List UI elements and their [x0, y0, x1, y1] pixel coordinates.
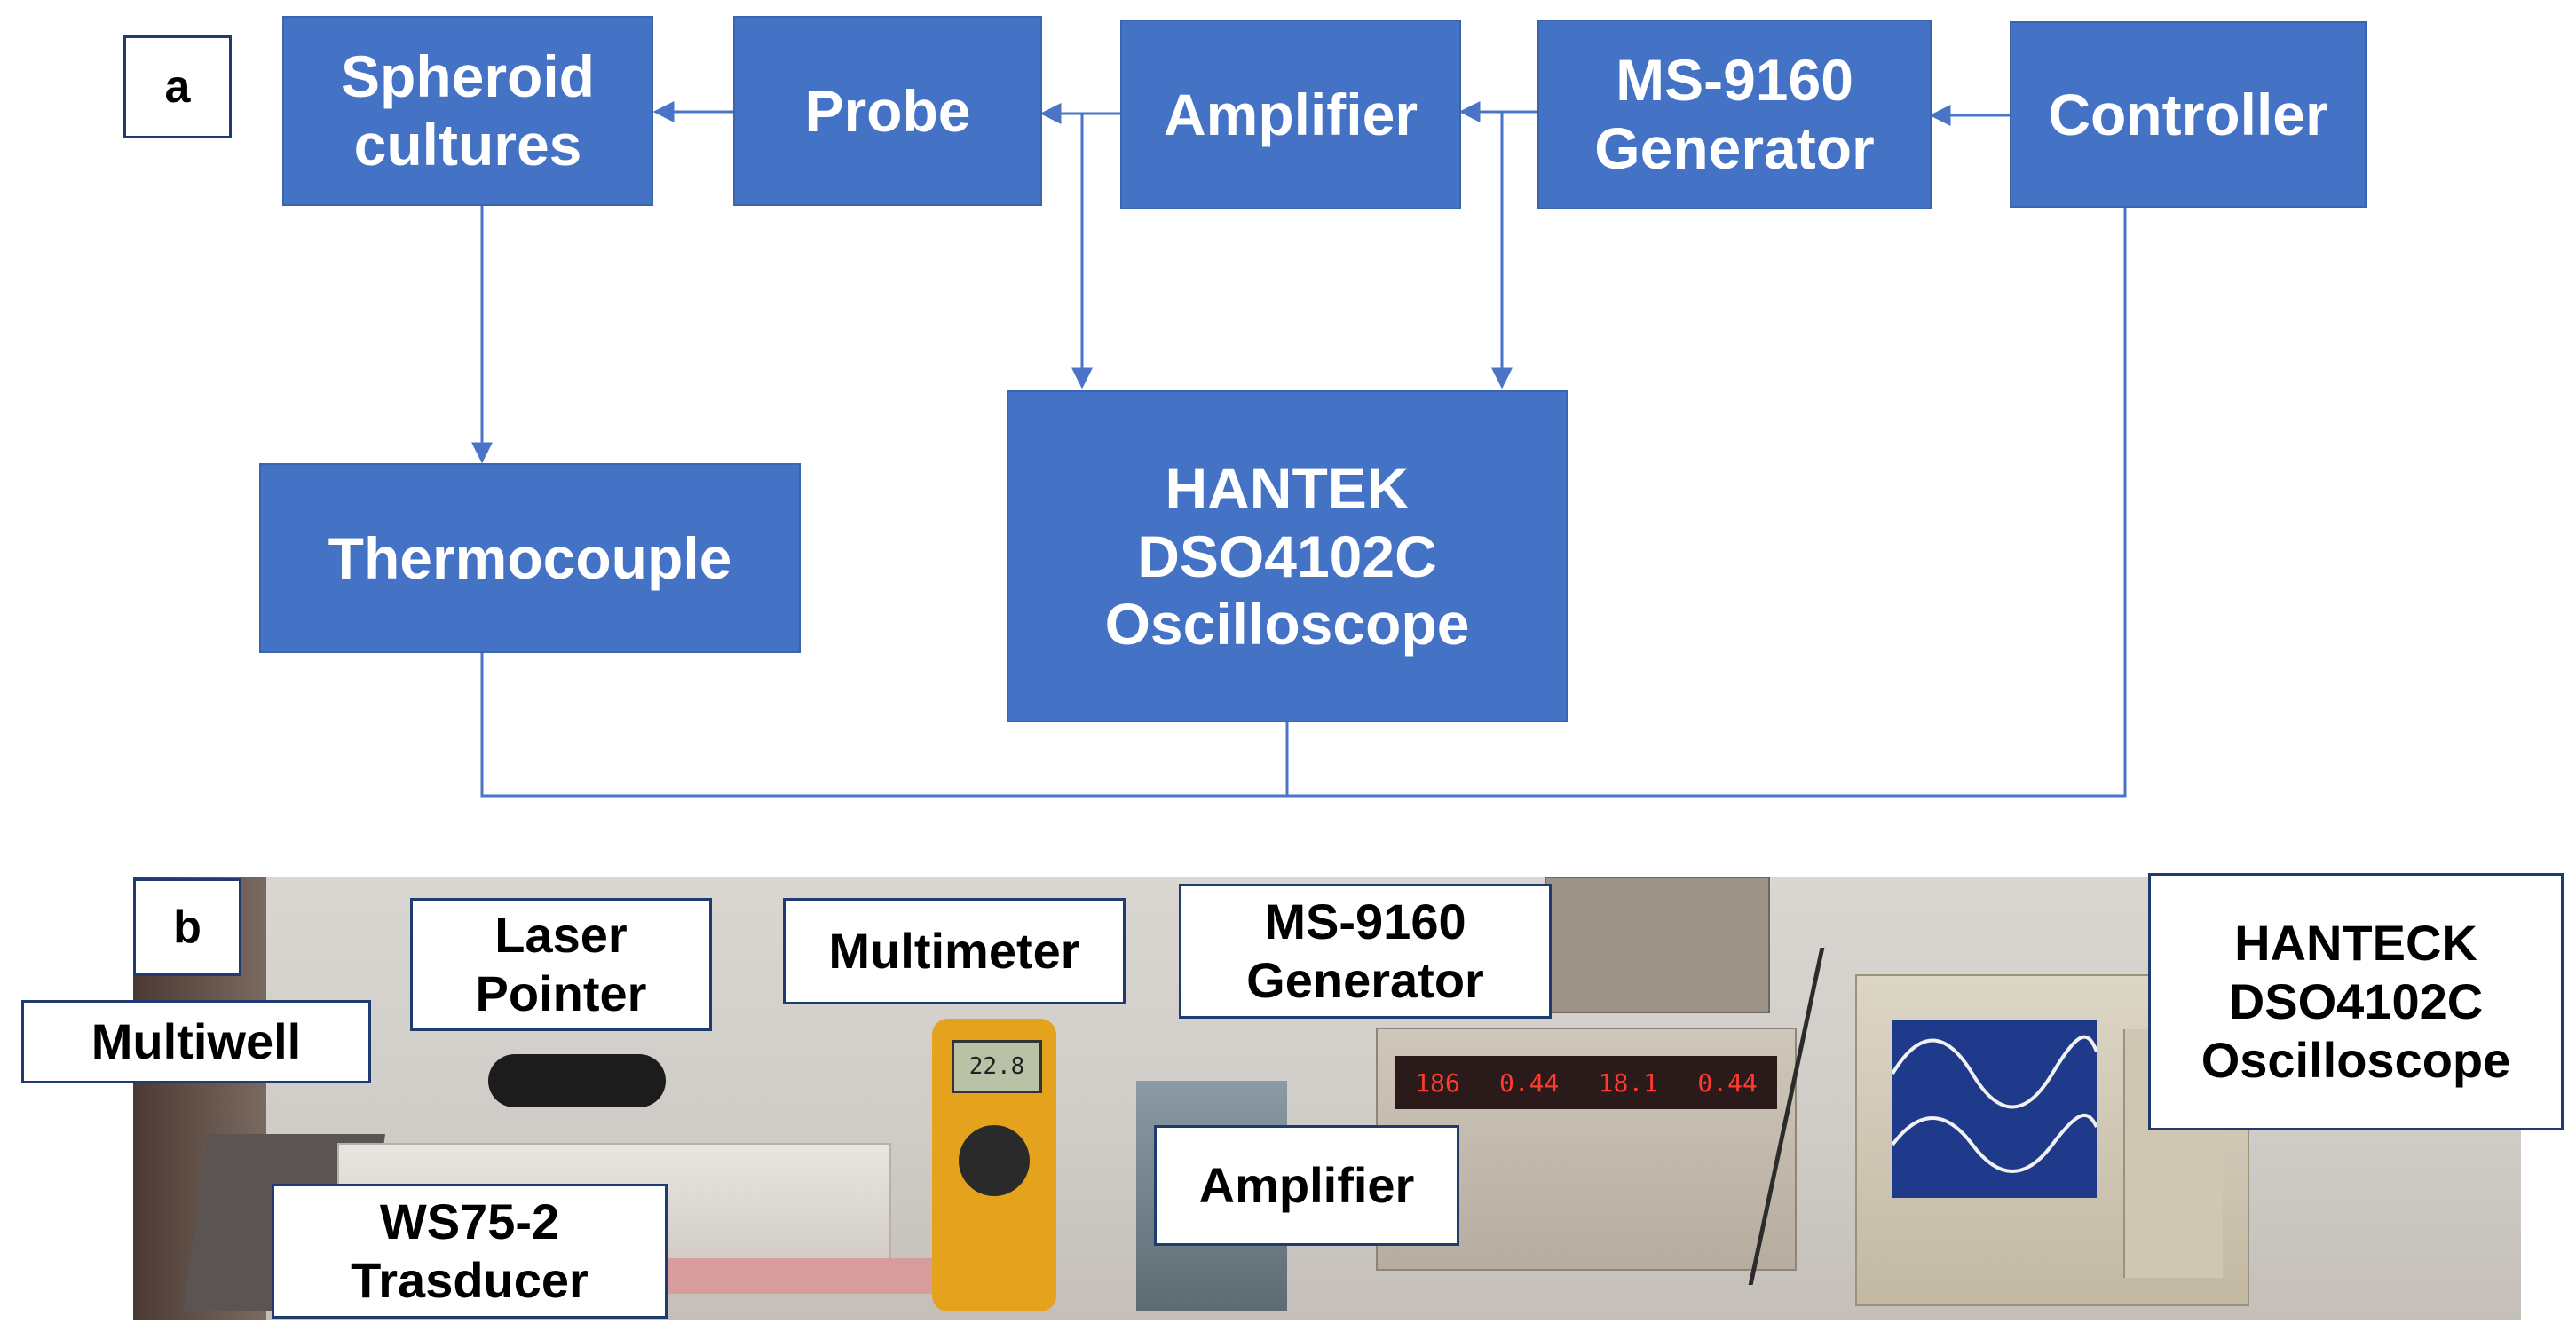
multimeter-device: 22.8 [932, 1019, 1056, 1311]
oscilloscope-callout-text: HANTECK DSO4102C Oscilloscope [2201, 914, 2511, 1089]
scope-trace-2 [1892, 1113, 2097, 1173]
signal-generator-device [1545, 877, 1770, 1013]
probe-block: Probe [733, 16, 1042, 206]
power-supply-display-bar: 186 0.44 18.1 0.44 [1395, 1056, 1777, 1109]
panel-b-label: b [133, 878, 241, 976]
transducer-callout-text: WS75-2 Trasducer [351, 1193, 589, 1308]
thermocouple-label: Thermocouple [328, 524, 732, 591]
amplifier-callout: Amplifier [1154, 1125, 1459, 1246]
connector-lines [471, 101, 2127, 798]
multimeter-callout-text: Multimeter [828, 922, 1080, 979]
oscilloscope-block: HANTEK DSO4102C Oscilloscope [1007, 390, 1568, 722]
thermocouple-block: Thermocouple [259, 463, 801, 653]
transducer-callout: WS75-2 Trasducer [272, 1184, 668, 1319]
scope-trace-1 [1892, 1035, 2097, 1109]
amplifier-label: Amplifier [1163, 81, 1418, 147]
multimeter-screen: 22.8 [952, 1040, 1042, 1093]
multiwell-callout: Multiwell [21, 1000, 371, 1083]
generator-block: MS-9160 Generator [1537, 20, 1932, 209]
panel-a-label: a [123, 35, 232, 138]
controller-block: Controller [2010, 21, 2367, 208]
spheroid-cultures-label: Spheroid cultures [340, 43, 595, 177]
multimeter-callout: Multimeter [783, 898, 1126, 1004]
laser-pointer-device [488, 1054, 666, 1107]
psu-readout-1: 186 [1415, 1067, 1460, 1098]
generator-label: MS-9160 Generator [1594, 47, 1875, 181]
psu-readout-2: 0.44 [1498, 1067, 1560, 1098]
laser-pointer-callout-text: Laser Pointer [475, 906, 647, 1021]
spheroid-cultures-block: Spheroid cultures [282, 16, 653, 206]
multimeter-dial [959, 1125, 1030, 1196]
probe-label: Probe [804, 77, 971, 144]
generator-callout-text: MS-9160 Generator [1246, 893, 1484, 1008]
controller-label: Controller [2048, 81, 2328, 147]
multimeter-reading: 22.8 [968, 1053, 1025, 1080]
psu-readout-4: 0.44 [1697, 1067, 1758, 1098]
oscilloscope-screen [1892, 1020, 2097, 1198]
oscilloscope-callout: HANTECK DSO4102C Oscilloscope [2148, 873, 2564, 1130]
amplifier-callout-text: Amplifier [1198, 1156, 1415, 1213]
ruler-strip [630, 1258, 968, 1294]
generator-callout: MS-9160 Generator [1179, 884, 1552, 1019]
panel-a-block-diagram: a Spheroid cultures Probe Amplifier MS-9… [123, 16, 2367, 798]
laser-pointer-callout: Laser Pointer [410, 898, 712, 1031]
oscilloscope-label: HANTEK DSO4102C Oscilloscope [1104, 455, 1470, 658]
bottom-bus-line [480, 208, 2127, 798]
amplifier-block: Amplifier [1120, 20, 1461, 209]
psu-readout-3: 18.1 [1598, 1067, 1659, 1098]
multiwell-callout-text: Multiwell [91, 1012, 302, 1069]
